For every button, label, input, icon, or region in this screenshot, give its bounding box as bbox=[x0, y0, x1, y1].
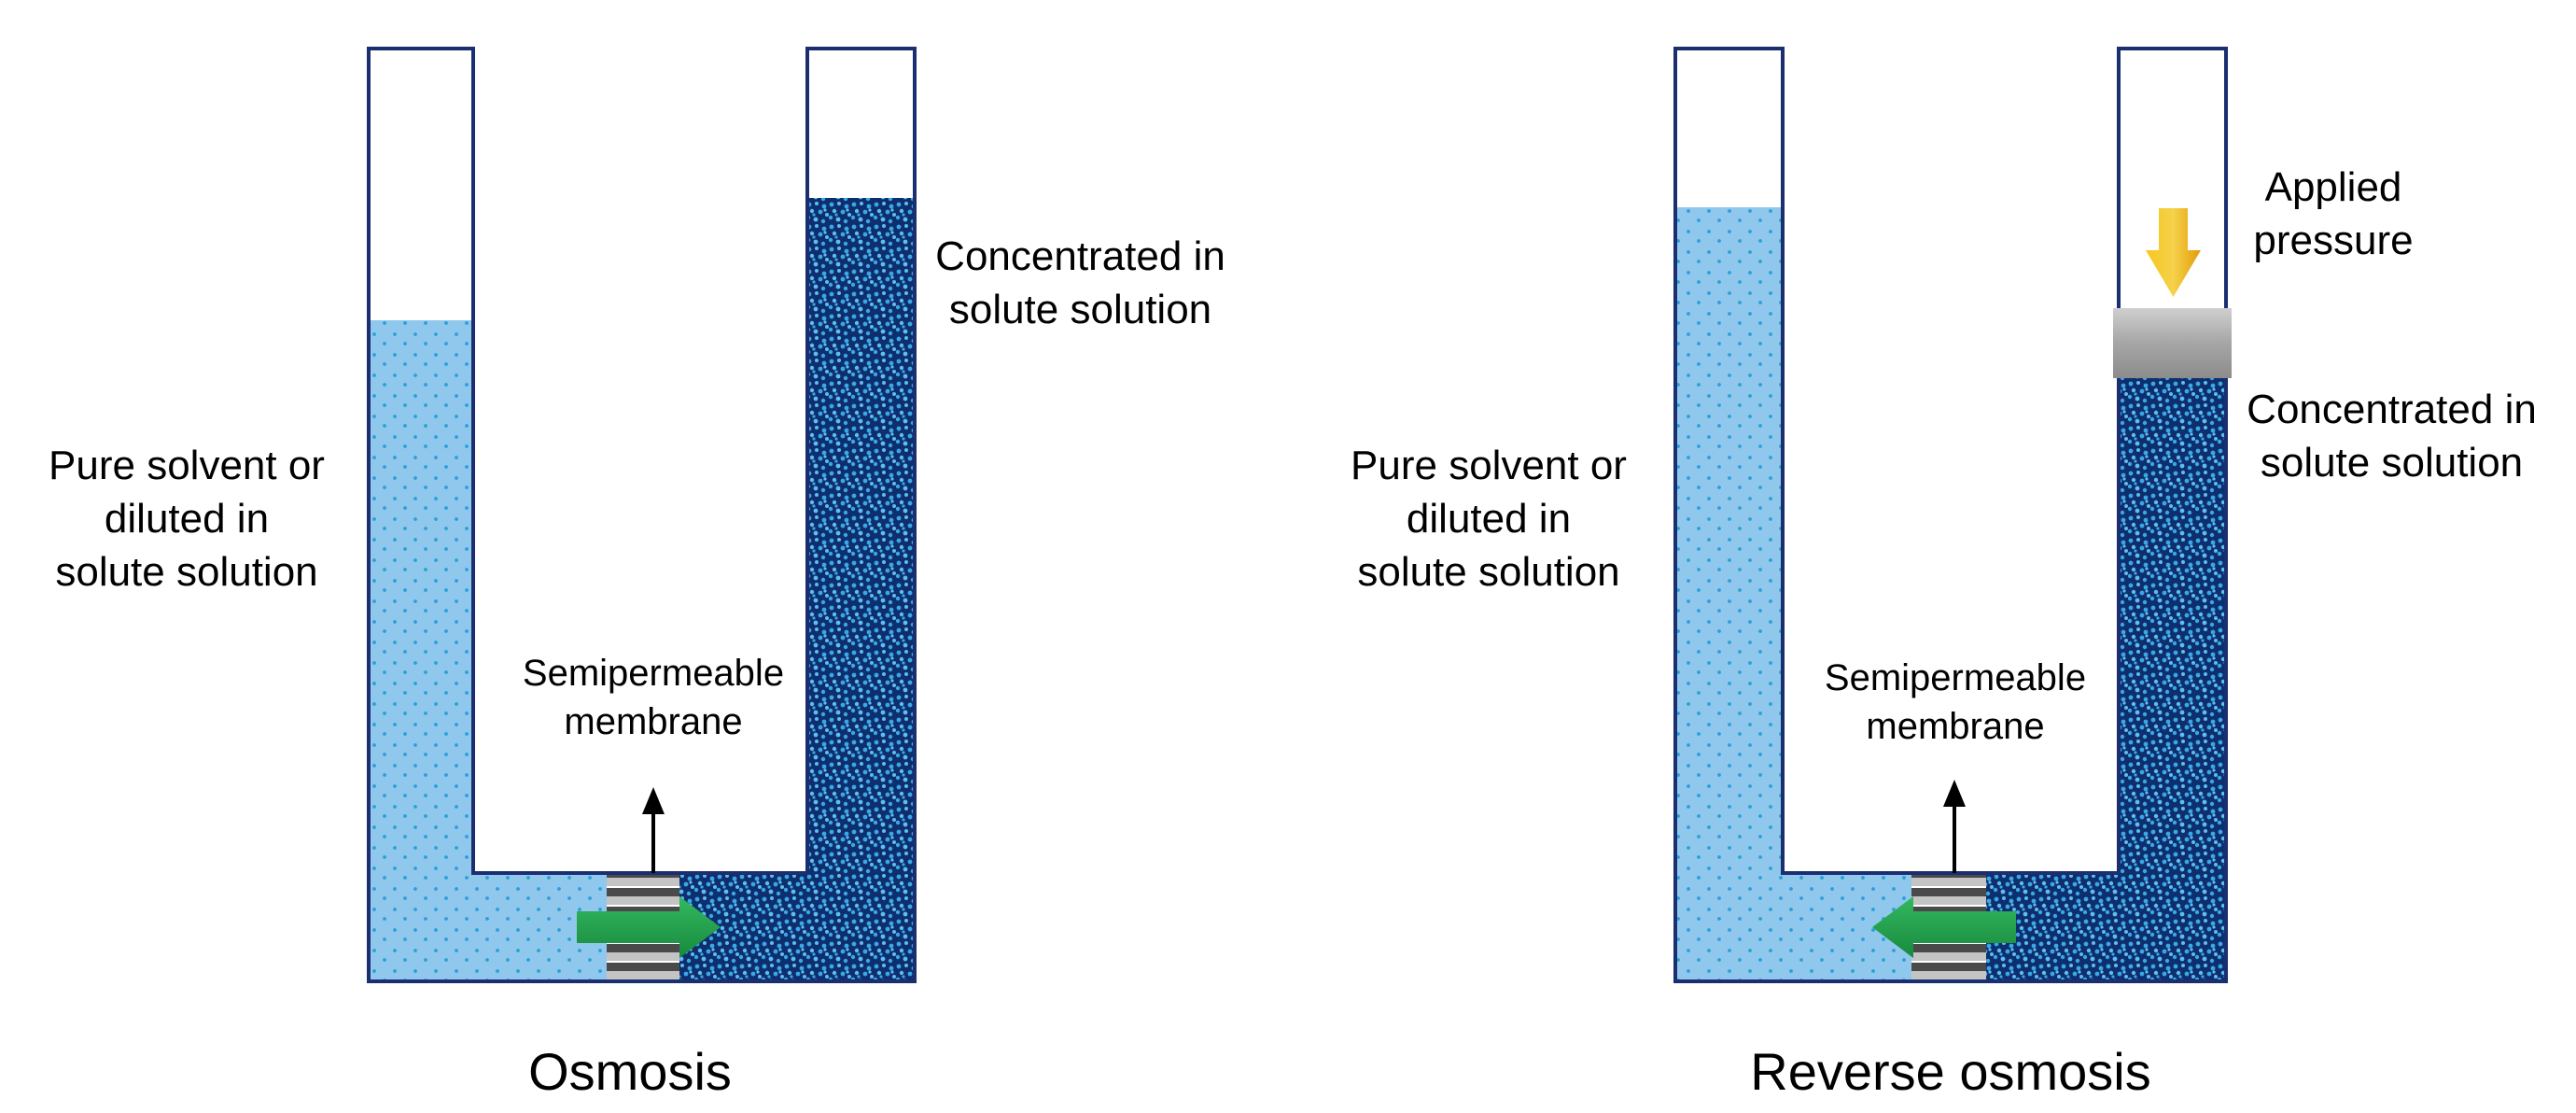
ro-left-label: Pure solvent or diluted in solute soluti… bbox=[1321, 439, 1657, 599]
osmosis-tube-outline bbox=[367, 47, 917, 983]
ro-membrane-label-line: membrane bbox=[1866, 706, 2045, 747]
up-arrow-icon bbox=[642, 787, 665, 814]
ro-right-label-line: solute solution bbox=[2260, 440, 2524, 486]
osmosis-title-text: Osmosis bbox=[528, 1042, 732, 1101]
reverse-osmosis-panel bbox=[1673, 47, 2232, 983]
ro-membrane-label-line: Semipermeable bbox=[1824, 657, 2087, 698]
ro-pressure-label-line: Applied bbox=[2264, 164, 2402, 210]
osmosis-left-label-line: diluted in bbox=[104, 496, 270, 542]
ro-left-label-line: solute solution bbox=[1357, 549, 1620, 596]
osmosis-right-label: Concentrated in solute solution bbox=[919, 230, 1241, 336]
green-arrow-icon bbox=[1872, 896, 2016, 958]
ro-title: Reverse osmosis bbox=[1680, 1038, 2221, 1106]
osmosis-left-label-line: Pure solvent or bbox=[49, 443, 325, 488]
ro-piston bbox=[2113, 308, 2232, 378]
osmosis-title: Osmosis bbox=[420, 1038, 840, 1106]
green-arrow-icon bbox=[577, 896, 721, 958]
osmosis-right-label-line: solute solution bbox=[948, 287, 1212, 333]
ro-right-liquid bbox=[2119, 378, 2226, 981]
osmosis-membrane-label-line: membrane bbox=[564, 701, 743, 742]
ro-left-label-line: diluted in bbox=[1406, 496, 1572, 542]
osmosis-membrane-label-line: Semipermeable bbox=[522, 653, 785, 694]
osmosis-panel bbox=[367, 47, 917, 983]
osmosis-right-liquid bbox=[807, 198, 915, 981]
ro-right-label: Concentrated in solute solution bbox=[2231, 383, 2553, 489]
ro-left-liquid bbox=[1675, 207, 1783, 981]
up-arrow-icon bbox=[1943, 780, 1966, 807]
ro-pressure-label-line: pressure bbox=[2253, 218, 2414, 264]
ro-pressure-label: Applied pressure bbox=[2221, 161, 2445, 267]
ro-membrane-label: Semipermeable membrane bbox=[1811, 654, 2100, 751]
ro-title-text: Reverse osmosis bbox=[1750, 1042, 2151, 1101]
ro-right-label-line: Concentrated in bbox=[2247, 387, 2537, 432]
ro-tube-outline bbox=[1673, 47, 2228, 983]
ro-left-label-line: Pure solvent or bbox=[1351, 443, 1627, 488]
osmosis-membrane-label: Semipermeable membrane bbox=[509, 649, 798, 746]
osmosis-left-liquid bbox=[369, 320, 473, 981]
osmosis-right-label-line: Concentrated in bbox=[935, 233, 1225, 279]
osmosis-left-label-line: solute solution bbox=[55, 549, 318, 596]
osmosis-left-label: Pure solvent or diluted in solute soluti… bbox=[19, 439, 355, 599]
yellow-down-arrow-icon bbox=[2146, 208, 2201, 297]
